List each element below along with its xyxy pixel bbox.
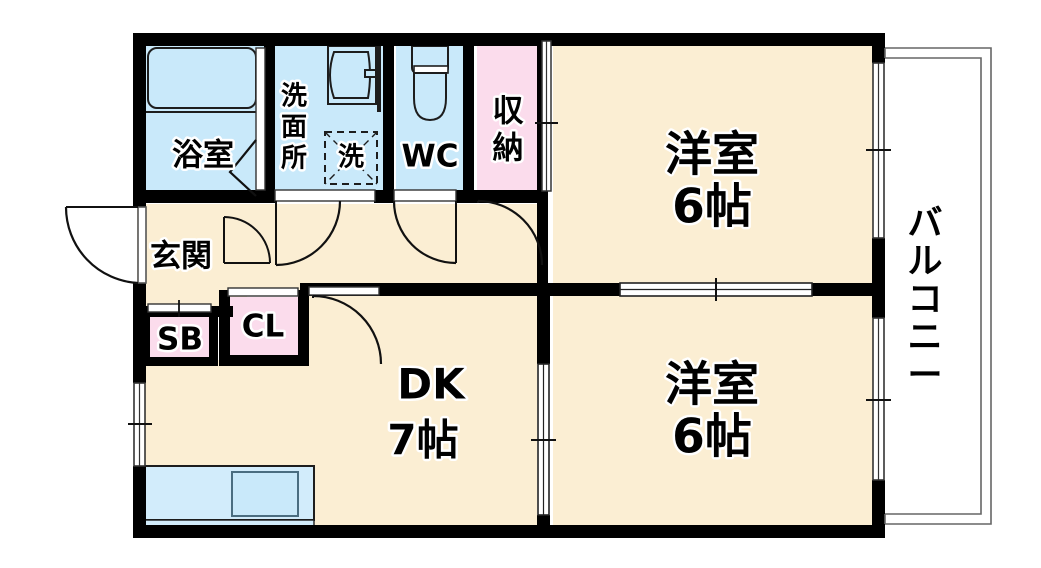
room-label-bathroom: 浴室 xyxy=(172,138,234,174)
washbasin-faucet-icon xyxy=(364,69,377,78)
room-label-balcony-char1: バ xyxy=(907,204,942,244)
room-label-bedroom-north: 洋室 xyxy=(665,128,759,183)
washbasin-bowl-icon xyxy=(329,51,371,99)
bath-door-fold-lines xyxy=(228,139,257,197)
wall-cl-bottom xyxy=(219,355,309,366)
room-label-washroom-char3: 所 xyxy=(281,144,307,174)
room-label-dk: DK xyxy=(397,360,466,409)
window-bedroom-north-west[interactable] xyxy=(535,40,558,192)
wc-door-threshold xyxy=(393,189,457,202)
room-label-entrance: 玄関 xyxy=(150,239,212,275)
toilet-bowl-icon xyxy=(413,72,447,122)
fixtures xyxy=(137,41,449,530)
wall-dk-bedroom-upper xyxy=(537,296,550,364)
washroom-door[interactable] xyxy=(274,189,376,267)
entrance-door-leaf xyxy=(137,206,147,284)
storage-fill xyxy=(477,41,539,196)
wall-washroom-bottom-r xyxy=(374,190,394,203)
bedroom-north-door[interactable] xyxy=(477,199,544,266)
dk-door-threshold xyxy=(308,286,380,296)
room-label-bedroom-south-size: 6帖 xyxy=(672,410,752,465)
wall-sb-right xyxy=(209,310,218,366)
room-label-storage-char1: 収 xyxy=(493,94,524,130)
hall-inner-door[interactable] xyxy=(223,216,271,264)
kitchen-sink-icon xyxy=(231,471,299,517)
wall-top xyxy=(133,33,885,46)
wall-left-lower xyxy=(133,466,146,538)
dk-door[interactable] xyxy=(312,294,383,365)
bedroom-north-door-swing-arc xyxy=(477,199,544,266)
window-bedroom-south-east[interactable] xyxy=(866,317,891,481)
room-label-dk-size: 7帖 xyxy=(387,416,458,465)
washroom-door-threshold xyxy=(274,189,376,202)
wall-right-bottom xyxy=(872,480,885,538)
hall-inner-door-arc xyxy=(223,216,271,264)
balcony-inner-line xyxy=(885,57,982,515)
wall-bath-bottom xyxy=(133,190,267,203)
wall-sb-bottom xyxy=(141,357,218,366)
dk-door-swing-arc xyxy=(312,294,383,365)
closet-fill xyxy=(228,297,300,362)
room-label-washroom-char2: 面 xyxy=(281,113,307,143)
bath-door-panel xyxy=(255,47,266,191)
shoe-box-shelf-line xyxy=(147,300,212,317)
wall-bath-washroom xyxy=(264,33,275,201)
room-label-closet: CL xyxy=(242,309,285,345)
wall-sb-left xyxy=(141,310,150,366)
room-label-balcony-char3: コ xyxy=(907,280,942,320)
openings xyxy=(64,40,891,516)
wall-right-top xyxy=(872,33,885,63)
wc-door-swing-arc xyxy=(392,200,457,265)
wall-wc-storage xyxy=(463,33,474,201)
wall-bedroom-partition-r xyxy=(812,283,885,296)
wall-bottom xyxy=(133,525,885,538)
shoe-box-fill xyxy=(148,316,211,362)
room-label-shoe-box: SB xyxy=(157,322,203,358)
wall-hall-bedroom xyxy=(537,190,548,300)
room-label-balcony-char2: ル xyxy=(907,242,942,282)
bedroom-south-fill xyxy=(553,296,878,531)
wall-right-mid xyxy=(872,238,885,318)
closet-door-line[interactable] xyxy=(227,287,299,297)
room-label-bedroom-north-size: 6帖 xyxy=(672,180,752,235)
wall-bedroom-partition-l xyxy=(548,283,620,296)
balcony-outer-line xyxy=(885,47,992,525)
wall-wc-storage-bottom xyxy=(455,190,545,203)
wall-cl-right xyxy=(298,290,309,366)
room-label-balcony-char5: ー xyxy=(907,356,942,396)
dk-bedroom-sliding-door[interactable] xyxy=(531,363,556,516)
bathroom-folding-door[interactable] xyxy=(228,47,266,197)
wc-door[interactable] xyxy=(392,189,457,265)
wall-dk-bedroom-lower xyxy=(537,515,550,538)
entrance-door-swing-arc xyxy=(64,206,139,285)
washer-pan-diagonal-2 xyxy=(324,131,378,185)
wall-cl-left xyxy=(219,290,230,366)
window-bedroom-north-east[interactable] xyxy=(866,62,891,239)
bedroom-north-fill xyxy=(553,41,878,283)
wall-washroom-wc xyxy=(383,33,394,201)
room-label-storage-char2: 納 xyxy=(493,131,524,167)
washroom-door-swing-arc xyxy=(275,200,342,267)
room-label-washroom-char1: 洗 xyxy=(281,82,307,112)
room-label-wc: WC xyxy=(402,139,459,175)
room-label-balcony-char4: ニ xyxy=(907,318,942,358)
wall-washroom-bottom-l xyxy=(264,190,275,203)
bedroom-partition-sliding-door[interactable] xyxy=(619,278,813,301)
bathtub-icon xyxy=(147,47,257,109)
room-label-bedroom-south: 洋室 xyxy=(665,358,759,413)
toilet-lid-hinge-icon xyxy=(413,65,449,74)
wall-left-upper xyxy=(133,33,146,207)
balcony-outline xyxy=(884,47,992,525)
room-label-washer: 洗 xyxy=(338,143,364,173)
room-labels: 浴室 洗 面 所 洗 WC 収 納 洋室 6帖 洋室 6帖 DK 7帖 玄関 S… xyxy=(148,79,946,467)
washing-machine-pan-icon xyxy=(324,131,378,185)
window-dk-west[interactable] xyxy=(128,382,152,467)
entrance-door[interactable] xyxy=(64,206,147,285)
